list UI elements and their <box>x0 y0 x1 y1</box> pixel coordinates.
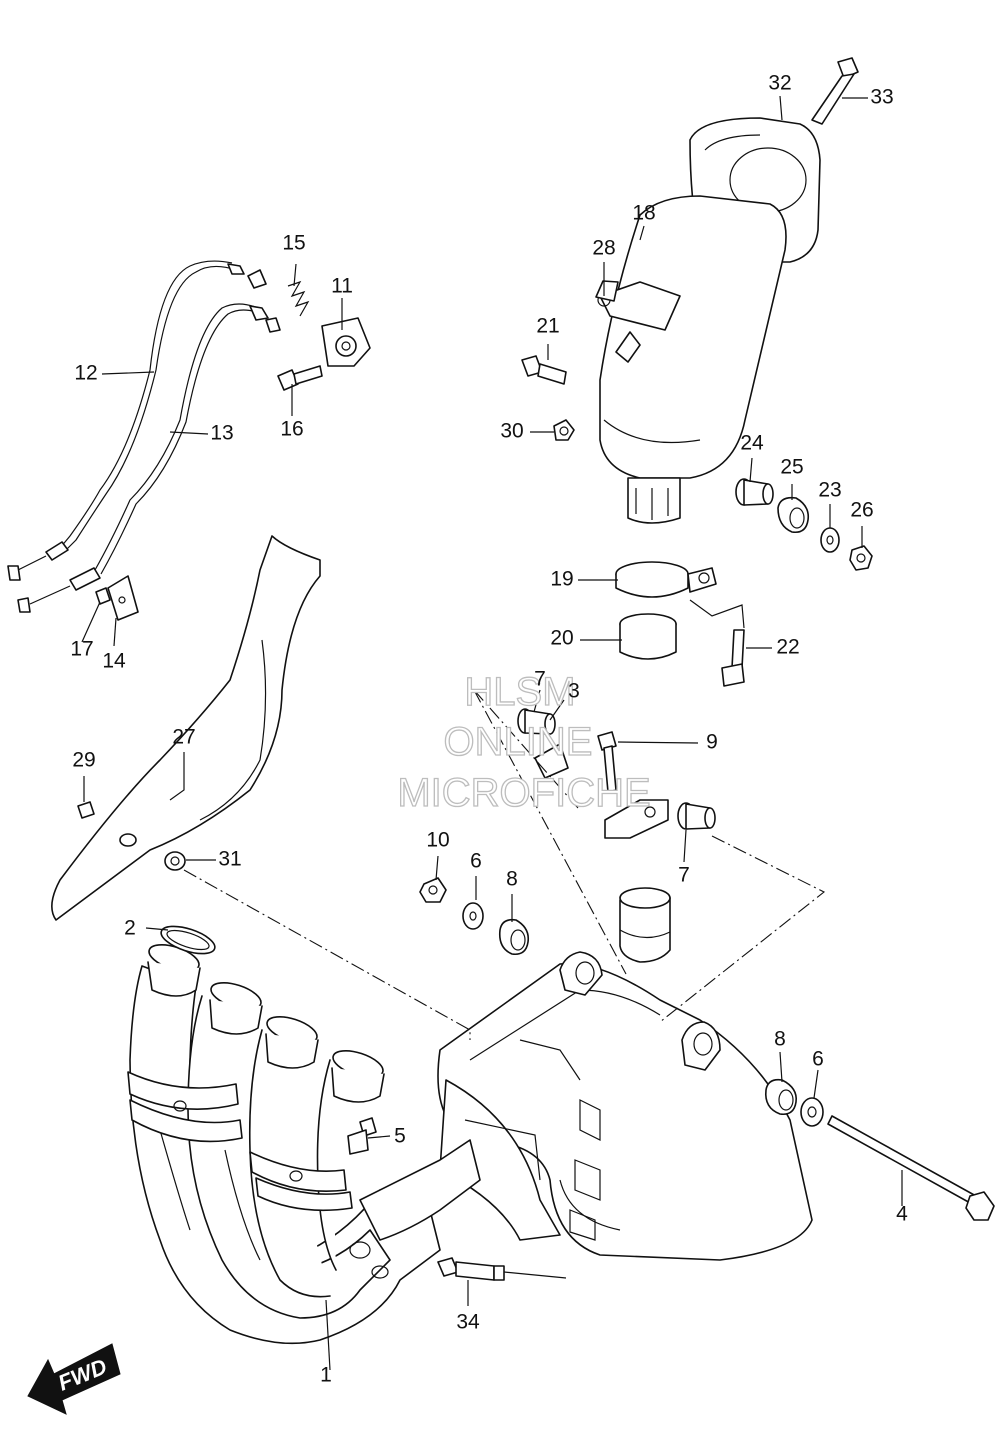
callout-12: 12 <box>74 362 97 385</box>
callout-20: 20 <box>550 627 573 650</box>
callout-19: 19 <box>550 568 573 591</box>
callout-28: 28 <box>592 237 615 260</box>
gasket-2[interactable] <box>158 921 218 959</box>
callout-22: 22 <box>776 636 799 659</box>
watermark-line-2: ONLINE <box>444 720 593 764</box>
exhaust-header-pipes-1[interactable] <box>127 940 481 1345</box>
damper-25[interactable] <box>777 496 810 534</box>
nut-26[interactable] <box>849 545 873 571</box>
callout-24: 24 <box>740 432 764 455</box>
callout-21: 21 <box>536 315 559 338</box>
damper-8-lower[interactable] <box>764 1078 798 1116</box>
callout-33: 33 <box>870 86 893 109</box>
washer-6-lower[interactable] <box>800 1097 824 1127</box>
callout-7b: 7 <box>678 864 690 887</box>
callout-1: 1 <box>320 1364 332 1387</box>
long-bolt-4[interactable] <box>827 1115 995 1221</box>
bolt-17[interactable] <box>95 587 111 605</box>
callout-2: 2 <box>124 917 136 940</box>
bolt-22[interactable] <box>721 629 745 687</box>
nut-30[interactable] <box>553 419 575 441</box>
callout-27: 27 <box>172 726 195 749</box>
callout-25: 25 <box>780 456 803 479</box>
bolt-16[interactable] <box>277 365 323 391</box>
callout-17: 17 <box>70 638 93 661</box>
callout-31: 31 <box>218 848 241 871</box>
callout-11: 11 <box>331 275 353 298</box>
bracket-11[interactable] <box>321 317 371 367</box>
callout-8b: 8 <box>774 1028 786 1051</box>
heat-shield-27[interactable] <box>51 535 321 921</box>
clamp-19[interactable] <box>615 561 717 598</box>
callout-30: 30 <box>500 420 523 443</box>
callout-26: 26 <box>850 499 873 522</box>
nut-10[interactable] <box>419 877 447 903</box>
exhaust-chamber[interactable] <box>437 887 813 1261</box>
callout-34: 34 <box>456 1311 480 1334</box>
fwd-arrow-icon: FWD <box>27 1343 121 1415</box>
callout-15: 15 <box>282 232 305 255</box>
bolt-21[interactable] <box>521 355 567 385</box>
callout-18: 18 <box>632 202 655 225</box>
watermark-line-3: MICROFICHE <box>397 771 650 815</box>
callout-14: 14 <box>102 650 126 673</box>
callout-6a: 6 <box>470 850 482 873</box>
callout-4: 4 <box>896 1203 908 1226</box>
cable-12[interactable] <box>7 260 267 581</box>
collar-7-upper[interactable] <box>517 708 556 735</box>
damper-8-upper[interactable] <box>498 918 530 956</box>
damper-3[interactable] <box>534 743 569 779</box>
collar-24[interactable] <box>735 478 774 506</box>
watermark-line-1: HLSM <box>464 670 575 714</box>
callout-8a: 8 <box>506 868 518 891</box>
bracket-mount[interactable] <box>604 799 669 839</box>
bolt-29[interactable] <box>77 801 95 819</box>
bolt-9[interactable] <box>597 731 617 793</box>
bolt-33[interactable] <box>811 57 859 125</box>
callout-13: 13 <box>210 422 233 445</box>
callout-23: 23 <box>818 479 841 502</box>
callout-6b: 6 <box>812 1048 824 1071</box>
callout-10: 10 <box>426 829 449 852</box>
callout-7a: 7 <box>534 668 546 691</box>
washer-23[interactable] <box>820 527 840 553</box>
callout-32: 32 <box>768 72 791 95</box>
callout-5: 5 <box>394 1125 406 1148</box>
muffler-body-18[interactable] <box>597 195 787 524</box>
bracket-14[interactable] <box>107 575 139 621</box>
rubber-pad-28[interactable] <box>595 280 619 302</box>
callout-9: 9 <box>706 731 718 754</box>
washer-6-upper[interactable] <box>462 902 484 930</box>
grommet-31[interactable] <box>164 851 186 871</box>
callout-29: 29 <box>72 749 95 772</box>
cable-13[interactable] <box>17 303 281 613</box>
collar-7-lower[interactable] <box>677 802 716 830</box>
o2-sensor-34[interactable] <box>437 1257 567 1281</box>
callout-3: 3 <box>568 680 580 703</box>
callout-16: 16 <box>280 418 303 441</box>
gasket-20[interactable] <box>619 613 677 660</box>
spring-clip-15[interactable] <box>287 280 310 317</box>
bolt-5[interactable] <box>347 1117 377 1155</box>
